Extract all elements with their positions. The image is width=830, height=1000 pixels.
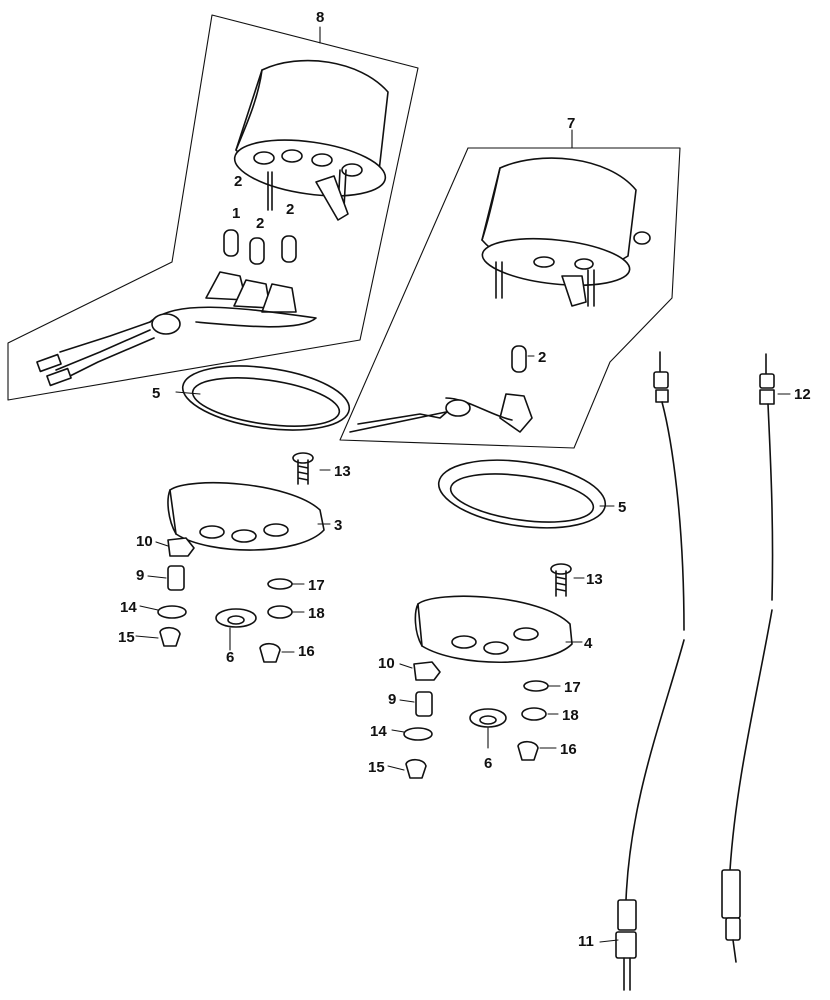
callout-12: 12 <box>794 386 811 403</box>
callout-1: 1 <box>232 205 240 222</box>
callout-10: 10 <box>136 533 153 550</box>
callout-2: 2 <box>256 215 264 232</box>
callout-15: 15 <box>368 759 385 776</box>
callout-13: 13 <box>334 463 351 480</box>
callout-18: 18 <box>562 707 579 724</box>
callout-16: 16 <box>560 741 577 758</box>
callout-18: 18 <box>308 605 325 622</box>
callout-labels: 8 7 2 1 2 2 2 5 5 13 13 3 4 10 9 14 15 6… <box>118 9 811 950</box>
callout-5: 5 <box>618 499 626 516</box>
meter-housing-8 <box>233 59 389 221</box>
assembly-7-frame <box>339 129 681 449</box>
callout-15: 15 <box>118 629 135 646</box>
callout-7: 7 <box>567 115 575 132</box>
meter-housing-7 <box>481 157 651 307</box>
callout-10: 10 <box>378 655 395 672</box>
callout-13: 13 <box>586 571 603 588</box>
callout-3: 3 <box>334 517 342 534</box>
callout-16: 16 <box>298 643 315 660</box>
callout-6: 6 <box>484 755 492 772</box>
callout-5: 5 <box>152 385 160 402</box>
callout-6: 6 <box>226 649 234 666</box>
callout-2: 2 <box>538 349 546 366</box>
cable-11 <box>615 351 685 991</box>
callout-17: 17 <box>308 577 325 594</box>
case-4 <box>414 595 573 664</box>
screw-13-right <box>550 563 572 597</box>
gasket-5-left <box>181 365 351 431</box>
hardware-right <box>403 661 549 779</box>
callout-8: 8 <box>316 9 324 26</box>
callout-9: 9 <box>388 691 396 708</box>
case-3 <box>167 482 325 551</box>
callout-17: 17 <box>564 679 581 696</box>
screw-13-left <box>292 452 314 485</box>
hardware-left <box>157 537 293 663</box>
callout-4: 4 <box>584 635 593 652</box>
gasket-5-right <box>437 459 607 529</box>
callout-14: 14 <box>120 599 137 616</box>
cable-12 <box>721 353 775 963</box>
callout-11: 11 <box>578 933 594 950</box>
bulb-sockets-8 <box>36 229 317 387</box>
callout-9: 9 <box>136 567 144 584</box>
callout-2: 2 <box>286 201 294 218</box>
leader-lines <box>135 355 791 943</box>
bulb-socket-7 <box>349 345 533 433</box>
callout-2: 2 <box>234 173 242 190</box>
callout-14: 14 <box>370 723 387 740</box>
assembly-8-frame <box>7 14 419 401</box>
